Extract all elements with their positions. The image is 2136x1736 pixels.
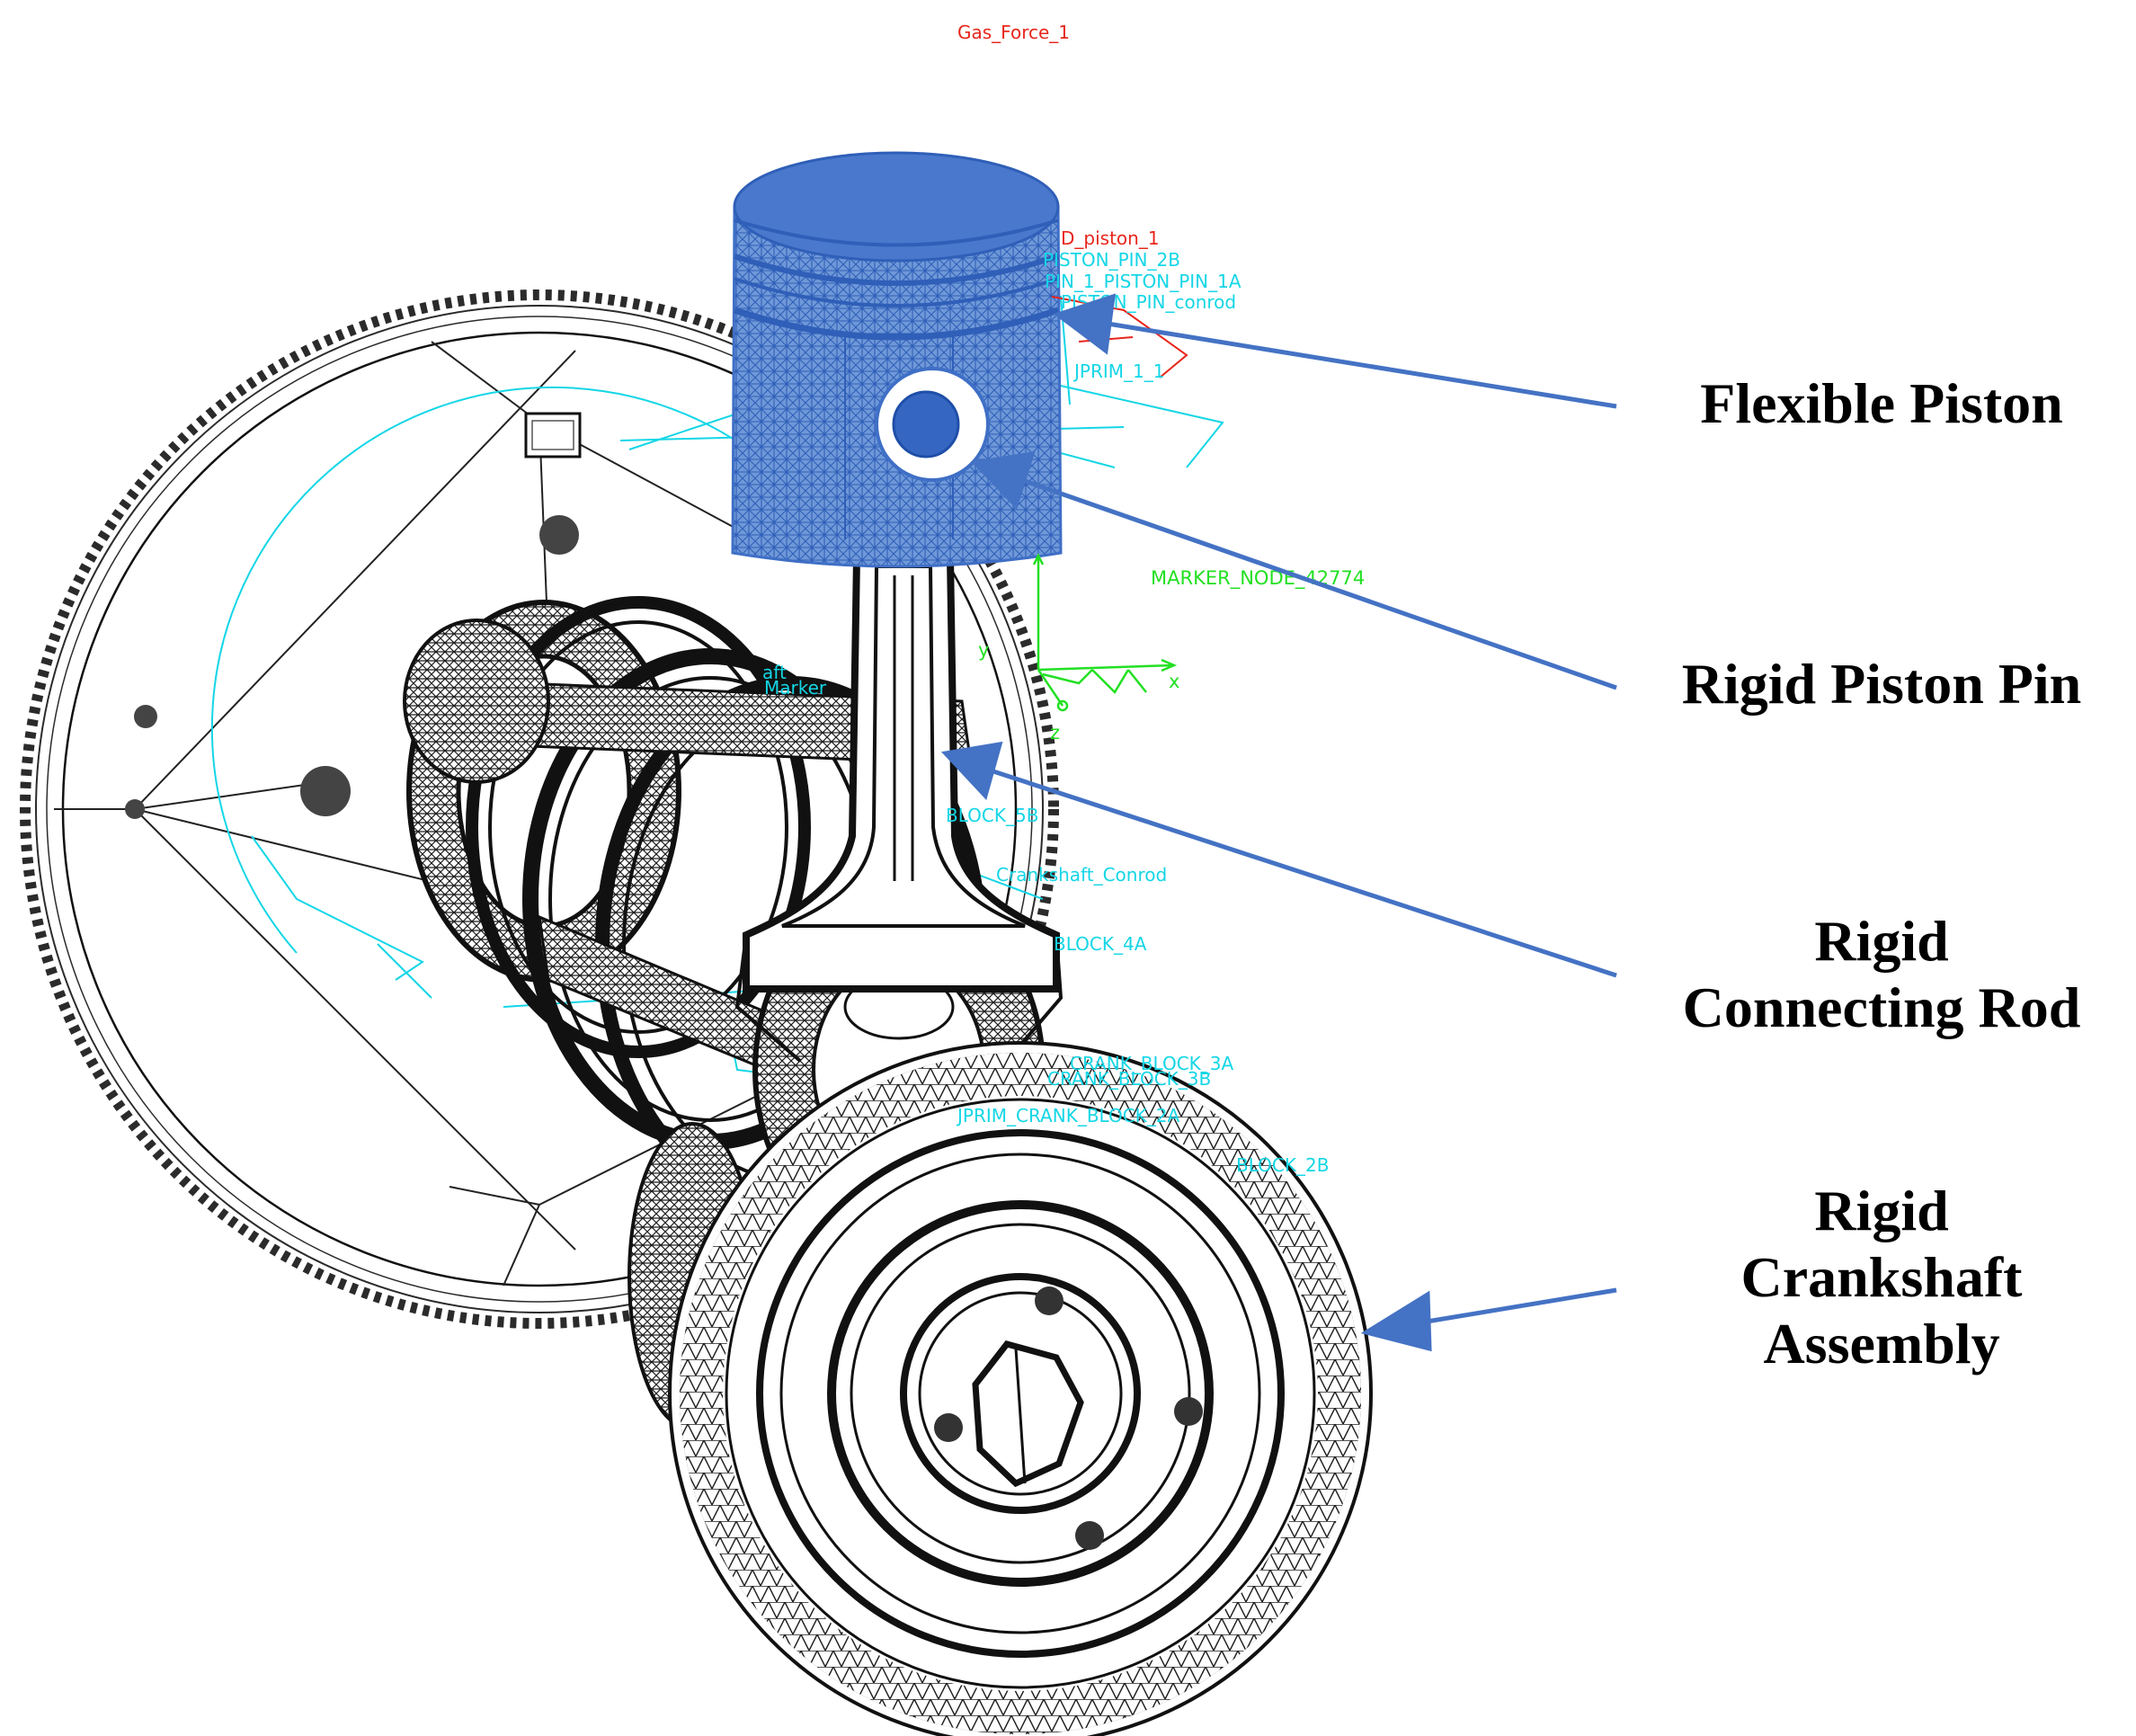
- label-rigid-piston-pin: Rigid Piston Pin: [1625, 651, 2136, 717]
- arrow-rigid-crankshaft: [1415, 1287, 1617, 1326]
- cad-labels: Gas_Force_1 D_piston_1 PISTON_PIN_2B PIN…: [762, 22, 1365, 1176]
- arrow-head-rigid-crankshaft: [1360, 1290, 1432, 1352]
- label-rigid-crankshaft-line-2: Crankshaft: [1740, 1245, 2023, 1310]
- axis-y-label: y: [978, 639, 989, 661]
- label-rigid-crankshaft-line-1: Rigid: [1814, 1179, 1949, 1242]
- callout-arrows: [940, 293, 1617, 1352]
- jprim-label: JPRIM_1_1: [1072, 361, 1164, 382]
- arrow-rigid-piston-pin: [1024, 478, 1617, 690]
- rigid-piston-pin: [892, 390, 960, 458]
- label-flexible-piston: Flexible Piston: [1625, 370, 2136, 437]
- flywheel-gear: [20, 289, 1059, 1329]
- arrow-rigid-connecting-rod: [992, 769, 1617, 978]
- label-flexible-piston-line-1: Flexible Piston: [1700, 371, 2063, 435]
- arrow-head-rigid-piston-pin: [970, 450, 1036, 510]
- crank-conrod-label: Crankshaft_Conrod: [996, 864, 1167, 886]
- label-rigid-connecting-rod: Rigid Connecting Rod: [1625, 908, 2136, 1041]
- shaft-label: aft: [762, 662, 787, 683]
- pin-1a-label: PIN_1_PISTON_PIN_1A: [1045, 271, 1242, 292]
- label-rigid-crankshaft-line-3: Assembly: [1763, 1312, 2000, 1376]
- label-rigid-crankshaft-assembly: Rigid Crankshaft Assembly: [1625, 1178, 2136, 1378]
- coordinate-triad: [1032, 553, 1178, 712]
- crank-block-2a-label: JPRIM_CRANK_BLOCK_2A: [956, 1105, 1180, 1126]
- label-rigid-piston-pin-line-1: Rigid Piston Pin: [1681, 652, 2082, 716]
- axis-x-label: x: [1169, 671, 1179, 692]
- piston-ref-label: D_piston_1: [1061, 227, 1160, 249]
- block-4a-label: BLOCK_4A: [1054, 933, 1147, 955]
- arrow-flexible-piston: [1107, 321, 1617, 409]
- crankshaft-pulley: [668, 1041, 1373, 1736]
- connecting-rod: [734, 554, 1064, 1063]
- label-rigid-connecting-rod-line-2: Connecting Rod: [1682, 975, 2081, 1040]
- label-rigid-connecting-rod-line-1: Rigid: [1814, 909, 1949, 973]
- axis-z-label: z: [1050, 722, 1060, 743]
- pin-2b-label: PISTON_PIN_2B: [1043, 249, 1180, 271]
- arrow-head-rigid-connecting-rod: [940, 741, 1003, 800]
- marker-small-label: Marker: [764, 677, 827, 699]
- flexible-piston-mesh: [731, 151, 1063, 568]
- arrow-head-flexible-piston: [1053, 293, 1117, 355]
- crank-block-3a-label: CRANK_BLOCK_3A: [1070, 1053, 1234, 1074]
- block-5b-label: BLOCK_5B: [946, 805, 1038, 826]
- gas-force-label: Gas_Force_1: [957, 22, 1070, 43]
- crank-block-3b-label: CRANK_BLOCK_3B: [1047, 1068, 1211, 1090]
- block-2b-label: BLOCK_2B: [1236, 1154, 1329, 1176]
